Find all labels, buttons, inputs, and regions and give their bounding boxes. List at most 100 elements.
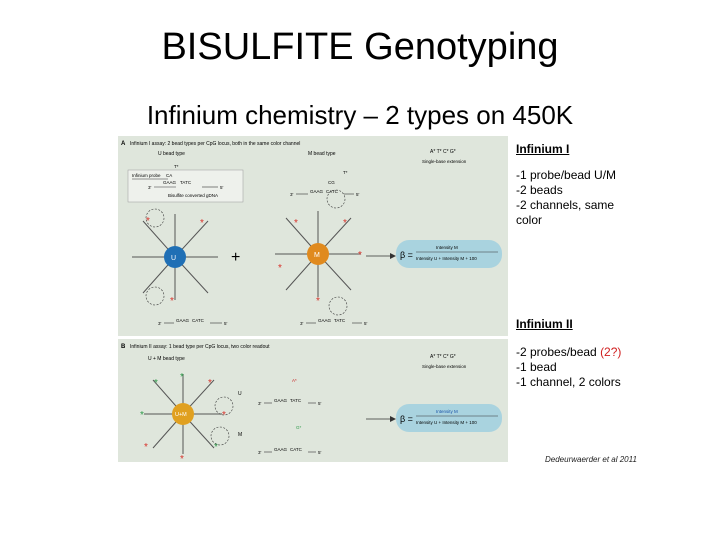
three-prime-label: 3' (148, 185, 152, 190)
um-bead-label: U+M (175, 412, 187, 418)
star-mark: * (316, 296, 320, 307)
panel-a-letter: A (121, 141, 126, 147)
star-mark-green: * (140, 410, 144, 421)
infinium-chemistry-figure: A Infinium I assay: 2 bead types per CpG… (118, 136, 508, 462)
u-bead-type-label: U bead type (158, 151, 185, 157)
um-bead: U+M (144, 374, 222, 454)
panel-b-g-star: G* (296, 425, 302, 430)
slide-subtitle: Infinium chemistry – 2 types on 450K (146, 100, 574, 130)
m-bead-label: M (314, 252, 320, 259)
panel-a-background (118, 136, 508, 336)
star-mark: * (180, 454, 184, 462)
u-probe-zoom-circle-lower (145, 286, 165, 306)
ca-label: CA (166, 173, 172, 178)
infinium-2-line-1: -2 probes/bead (2?) (516, 345, 706, 360)
a-bottom-five-m: 5' (364, 321, 368, 326)
b-m-seq: GAAG (274, 447, 288, 452)
infinium-1-line: -2 beads (516, 183, 563, 197)
panel-b-sbe: Single-base extension (422, 364, 467, 369)
infinium-1-notes: Infinium I -1 probe/bead U/M -2 beads -2… (516, 142, 706, 228)
m-bead: M (275, 211, 361, 297)
b-m-five: 5' (318, 450, 322, 455)
panel-b-caption: Infinium II assay: 1 bead type per CpG l… (130, 344, 270, 350)
beta-a-symbol: β = (400, 250, 413, 260)
b-m-three: 3' (258, 450, 262, 455)
panel-b-bases: A* T* C* G* (430, 354, 456, 360)
star-mark: * (208, 378, 212, 389)
b-u-seq-tail: TATC (290, 398, 302, 403)
beta-b-symbol: β = (400, 414, 413, 424)
b-u-seq: GAAG (274, 398, 288, 403)
infinium-1-line: -1 probe/bead U/M (516, 168, 617, 182)
star-mark: * (146, 216, 150, 227)
panel-a-sbe: Single-base extension (422, 159, 467, 164)
um-probe-zoom-circle (214, 396, 234, 416)
panel-a-caption: Infinium I assay: 2 bead types per CpG l… (130, 141, 300, 147)
um-probe-zoom-circle-lower (210, 426, 230, 446)
star-mark: * (294, 218, 298, 229)
star-mark: * (278, 263, 282, 274)
m-bead-type-label: M bead type (308, 151, 336, 157)
panel-b-a-star: A* (292, 378, 297, 383)
infinium-1-line: color (516, 213, 543, 227)
star-mark-green: * (180, 372, 184, 383)
slide-title: BISULFITE Genotyping (161, 26, 559, 68)
u-bead-label: U (171, 255, 176, 262)
m-seq-tail: CATC (326, 189, 339, 194)
arrow-head (390, 253, 396, 259)
u-seq-tail: TATC (180, 180, 192, 185)
star-mark: * (358, 250, 362, 261)
citation: Dedeurwaerder et al 2011 (545, 455, 637, 464)
a-bottom-three: 3' (158, 321, 162, 326)
u-probe-zoom-circle (145, 208, 165, 228)
arrow-head (390, 416, 396, 422)
panel-b-u-label: U (238, 391, 242, 397)
infinium-2-heading: Infinium II (516, 317, 573, 331)
panel-b-letter: B (121, 344, 126, 350)
infinium-1-line: -2 channels, same (516, 198, 615, 212)
m-seq: GAAG (310, 189, 324, 194)
m-three-prime: 3' (290, 192, 294, 197)
a-bottom-three-m: 3' (300, 321, 304, 326)
a-bottom-seq-tail: CATC (192, 318, 205, 323)
star-mark-green: * (214, 442, 218, 453)
beta-a-numerator: Intensity M (436, 245, 458, 250)
infinium-2-notes: Infinium II -2 probes/bead (2?) -1 bead … (516, 317, 706, 390)
beta-box-b (396, 404, 502, 432)
beta-a-denominator: Intensity U + Intensity M + 100 (416, 256, 477, 261)
five-prime-label: 5' (220, 185, 224, 190)
plus-sign: + (231, 249, 240, 266)
a-bottom-five: 5' (224, 321, 228, 326)
beta-b-denominator: Intensity U + Intensity M + 100 (416, 420, 477, 425)
a-bottom-seq-tail-m: TATC (334, 318, 346, 323)
m-probe-zoom-circle-lower (328, 296, 348, 316)
u-seq: GAAG (163, 180, 177, 185)
beta-box-a (396, 240, 502, 268)
m-t-star-label: T* (343, 170, 348, 175)
m-five-prime: 5' (356, 192, 360, 197)
a-bottom-seq: GAAG (176, 318, 190, 323)
infinium-2-line-2: -1 bead (516, 360, 557, 374)
star-mark: * (144, 442, 148, 453)
infinium-2-line-3: -1 channel, 2 colors (516, 375, 621, 389)
b-u-three: 3' (258, 401, 262, 406)
panel-a-bases: A* T* C* G* (430, 149, 456, 155)
panel-b-m-label: M (238, 432, 242, 438)
infinium-probe-label: Infinium probe (132, 173, 161, 178)
b-u-five: 5' (318, 401, 322, 406)
infinium-1-heading: Infinium I (516, 142, 570, 156)
star-mark-green: * (154, 378, 158, 389)
star-mark: * (222, 410, 226, 421)
star-mark: * (343, 218, 347, 229)
infinium-2-question: (2?) (600, 345, 622, 359)
infinium-2-line-1-prefix: -2 probes/bead (516, 345, 601, 359)
b-m-seq-tail: CATC (290, 447, 303, 452)
star-mark: * (170, 296, 174, 307)
gdna-label: Bisulfite converted gDNA (168, 193, 218, 198)
u-bead: U (132, 214, 218, 300)
u-probe-box (127, 169, 244, 203)
cg-label: CG (328, 180, 335, 185)
um-bead-type-label: U + M bead type (148, 356, 185, 362)
a-bottom-seq-m: GAAG (318, 318, 332, 323)
star-mark: * (200, 218, 204, 229)
